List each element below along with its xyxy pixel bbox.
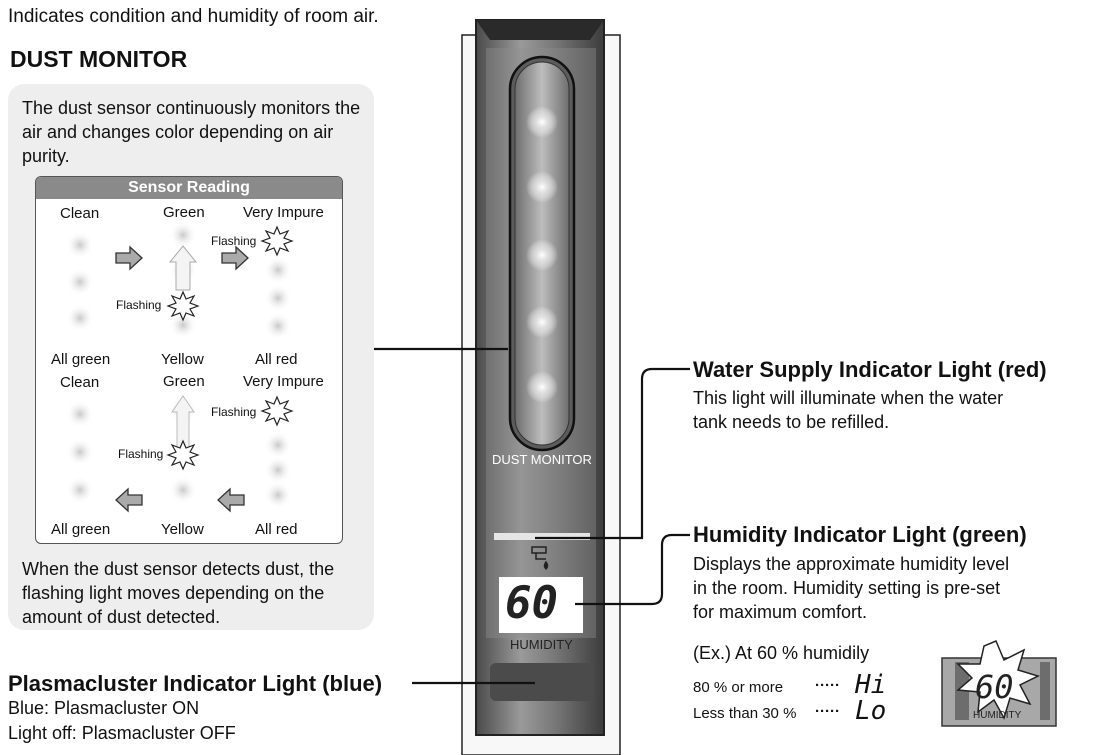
humidity-low-display: Lo: [855, 696, 887, 726]
device-humidity-label: HUMIDITY: [510, 637, 573, 652]
water-supply-line-1: This light will illuminate when the wate…: [693, 388, 1004, 408]
flashing-label: Flashing: [211, 405, 257, 419]
humidity-low-label: Less than 30 %: [693, 705, 797, 722]
label-all-green-2: All green: [51, 521, 111, 538]
humidity-value-display: 60: [505, 578, 558, 629]
humidity-line-2: in the room. Humidity setting is pre-set: [693, 578, 1001, 598]
label-very-impure-2: Very Impure: [243, 373, 324, 390]
dust-monitor-description: The dust sensor continuously monitors th…: [22, 98, 361, 166]
label-all-green: All green: [51, 351, 111, 368]
flashing-label: Flashing: [211, 234, 257, 248]
flashing-label: Flashing: [118, 447, 164, 461]
humidity-line-1: Displays the approximate humidity level: [693, 554, 1010, 574]
intro-text: Indicates condition and humidity of room…: [8, 6, 379, 27]
label-yellow-2: Yellow: [161, 521, 204, 538]
flash-star-icon: [166, 290, 200, 322]
water-supply-title: Water Supply Indicator Light (red): [693, 357, 1047, 382]
water-tap-icon: [531, 546, 549, 571]
humidity-high-dots: ·····: [815, 677, 840, 694]
humidity-example-text: (Ex.) At 60 % humidily: [693, 643, 870, 663]
label-green: Green: [163, 204, 205, 221]
plasmacluster-on: Blue: Plasmacluster ON: [8, 698, 200, 718]
humidity-high-display: Hi: [855, 670, 887, 700]
flash-star-icon: [166, 439, 200, 471]
label-all-red: All red: [255, 351, 298, 368]
flash-star-icon: [260, 225, 294, 257]
up-arrow-icon: [168, 245, 198, 291]
humidity-low-dots: ·····: [815, 703, 840, 720]
flashing-label: Flashing: [116, 298, 162, 312]
right-arrow-icon: [115, 245, 143, 271]
humidity-indicator-title: Humidity Indicator Light (green): [693, 522, 1027, 547]
right-arrow-icon: [221, 245, 249, 271]
flash-star-icon: [260, 395, 294, 427]
plasmacluster-off: Light off: Plasmacluster OFF: [8, 723, 236, 743]
label-yellow: Yellow: [161, 351, 204, 368]
humidity-line-3: for maximum comfort.: [693, 602, 868, 622]
glow-column-3: [264, 256, 292, 509]
label-green-2: Green: [163, 373, 205, 390]
device-panel: [461, 19, 621, 755]
glow-column-1: [66, 231, 94, 504]
sensor-reading-title: Sensor Reading: [36, 177, 342, 199]
humidity-high-label: 80 % or more: [693, 679, 784, 696]
label-clean: Clean: [60, 205, 100, 222]
water-supply-line-2: tank needs to be refilled.: [693, 412, 890, 432]
plasmacluster-title: Plasmacluster Indicator Light (blue): [8, 671, 383, 696]
left-arrow-icon: [115, 487, 143, 513]
device-dust-monitor-label: DUST MONITOR: [492, 452, 592, 467]
humidity-example-value: 60: [975, 668, 1014, 706]
label-all-red-2: All red: [255, 521, 298, 538]
dust-monitor-title: DUST MONITOR: [10, 46, 188, 72]
humidity-example-display: [941, 640, 1057, 727]
left-arrow-icon: [217, 487, 245, 513]
label-very-impure: Very Impure: [243, 204, 324, 221]
label-clean-2: Clean: [60, 374, 100, 391]
dust-monitor-footer: When the dust sensor detects dust, the f…: [22, 559, 335, 627]
humidity-example-unit: HUMIDITY: [973, 710, 1022, 721]
